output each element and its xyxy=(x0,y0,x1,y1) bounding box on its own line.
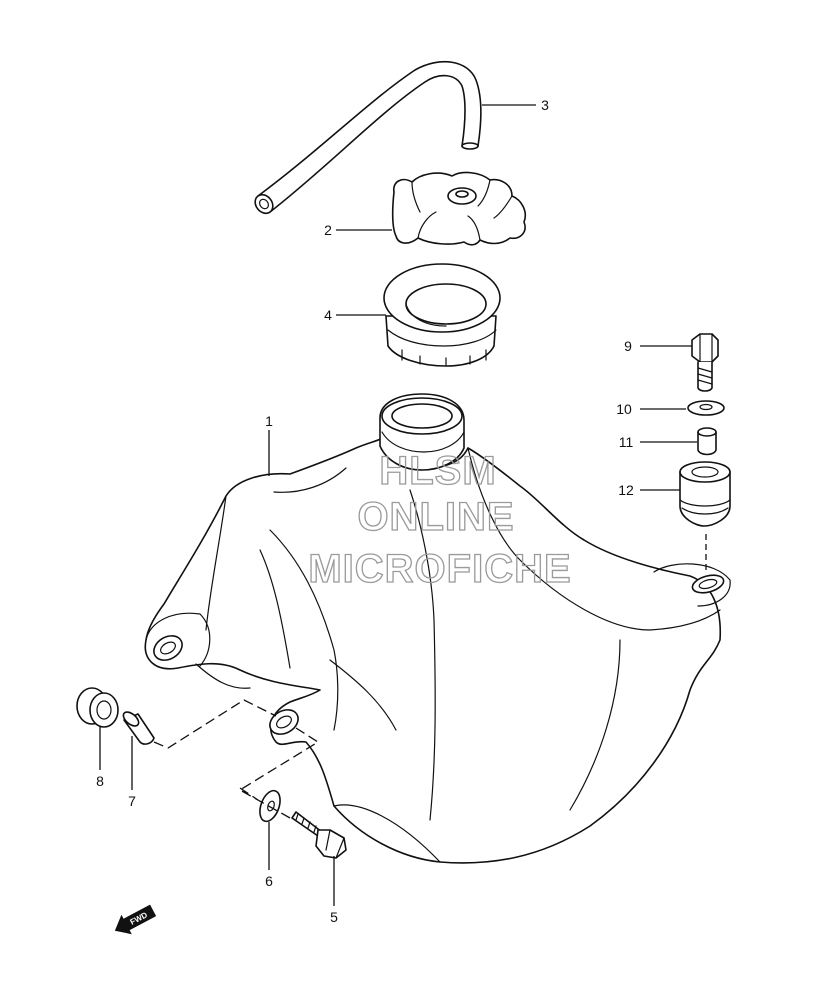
washer-10[interactable] xyxy=(687,400,725,416)
watermark-line-1: HLSM xyxy=(379,449,496,493)
fuel-tank[interactable] xyxy=(144,393,731,864)
mounting-bolt-5[interactable] xyxy=(291,811,347,859)
fuel-cap[interactable] xyxy=(391,171,527,246)
callout-1: 1 xyxy=(265,413,273,429)
collar-7[interactable] xyxy=(121,709,155,745)
cushion-12[interactable] xyxy=(679,461,731,527)
mounting-bolt-9[interactable] xyxy=(691,333,719,392)
forward-arrow-icon xyxy=(114,904,157,935)
callout-9: 9 xyxy=(624,338,632,354)
breather-hose[interactable] xyxy=(252,61,482,217)
callout-numbers: 1 2 3 4 5 6 7 8 9 10 11 12 xyxy=(96,97,634,925)
callout-2: 2 xyxy=(324,222,332,238)
washer-6[interactable] xyxy=(256,788,284,824)
forward-direction-badge: FWD xyxy=(114,904,157,935)
leader-lines xyxy=(99,104,707,906)
callout-10: 10 xyxy=(616,401,632,417)
callout-11: 11 xyxy=(619,434,634,450)
callout-8: 8 xyxy=(96,773,104,789)
callout-12: 12 xyxy=(618,482,634,498)
grommet-8[interactable] xyxy=(76,687,119,728)
callout-6: 6 xyxy=(265,873,273,889)
watermark-line-3: MICROFICHE xyxy=(308,547,571,591)
collar-11[interactable] xyxy=(697,427,717,456)
watermark-line-2: ONLINE xyxy=(357,495,514,539)
callout-5: 5 xyxy=(330,909,338,925)
callout-4: 4 xyxy=(324,307,332,323)
callout-7: 7 xyxy=(128,793,136,809)
filler-ring[interactable] xyxy=(383,263,501,367)
callout-3: 3 xyxy=(541,97,549,113)
watermark: HLSM ONLINE MICROFICHE xyxy=(308,448,572,591)
